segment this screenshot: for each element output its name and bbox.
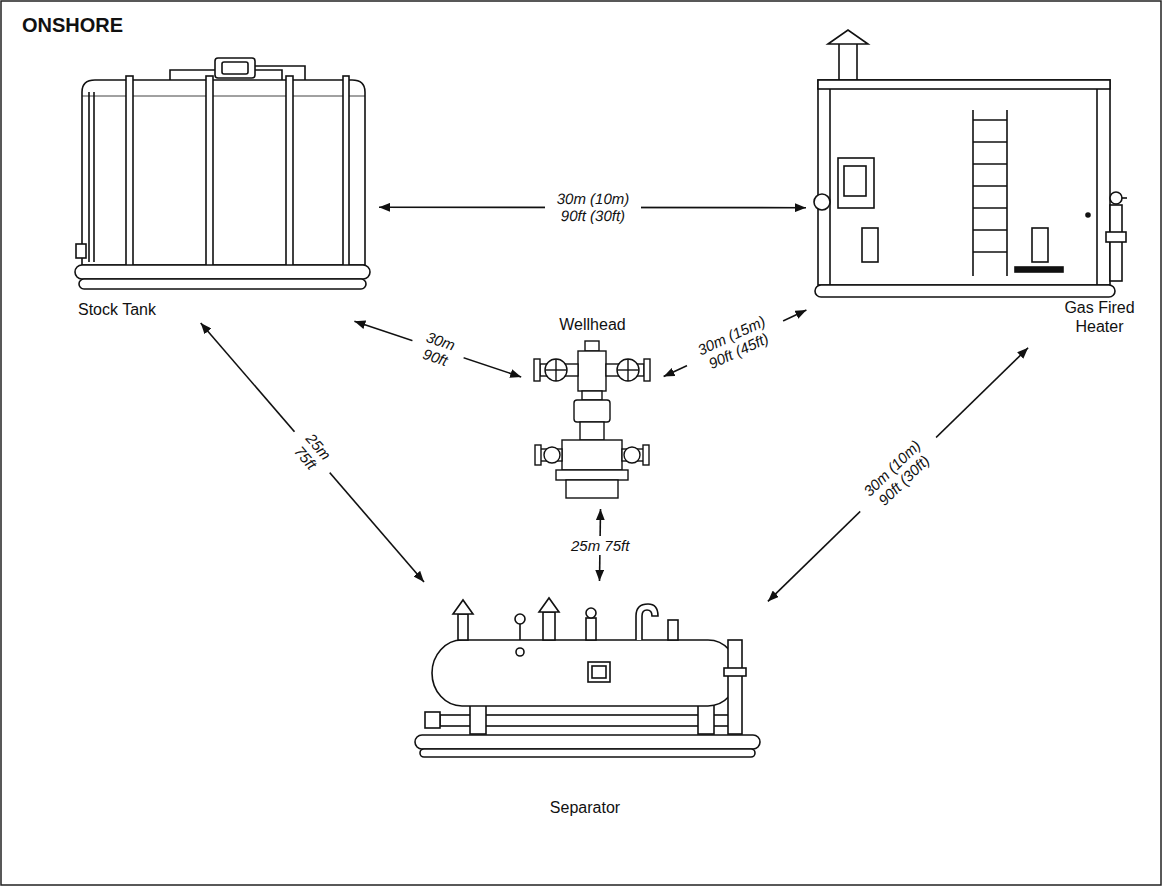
equipment-node: Separator	[405, 585, 765, 825]
distance-label: 30m (10m) 90ft (30ft)	[544, 189, 640, 226]
wellhead-drawing	[534, 341, 650, 498]
stock-tank-drawing	[75, 58, 370, 289]
distance-arrow	[354, 321, 521, 377]
separator-drawing	[415, 598, 760, 757]
gas-fired-heater-drawing	[814, 30, 1127, 297]
equipment-node: Stock Tank	[70, 45, 375, 320]
diagram-title: ONSHORE	[22, 14, 123, 37]
equipment-label: Gas Fired Heater	[1052, 298, 1147, 336]
distance-arrow	[201, 323, 424, 582]
equipment-node: Gas Fired Heater	[810, 40, 1150, 345]
distance-label: 30m (15m) 90ft (45ft)	[679, 304, 790, 382]
distance-label: 30m (10m) 90ft (30ft)	[847, 424, 948, 524]
distance-arrow	[768, 348, 1028, 602]
equipment-label: Stock Tank	[78, 300, 198, 319]
distance-label: 30m 90ft	[406, 323, 469, 375]
distance-label: 25m 75ft	[281, 420, 344, 485]
equipment-node: Wellhead	[525, 313, 660, 505]
equipment-label: Wellhead	[525, 315, 660, 334]
distance-label: 25m 75ft	[568, 536, 632, 555]
equipment-label: Separator	[405, 798, 765, 817]
